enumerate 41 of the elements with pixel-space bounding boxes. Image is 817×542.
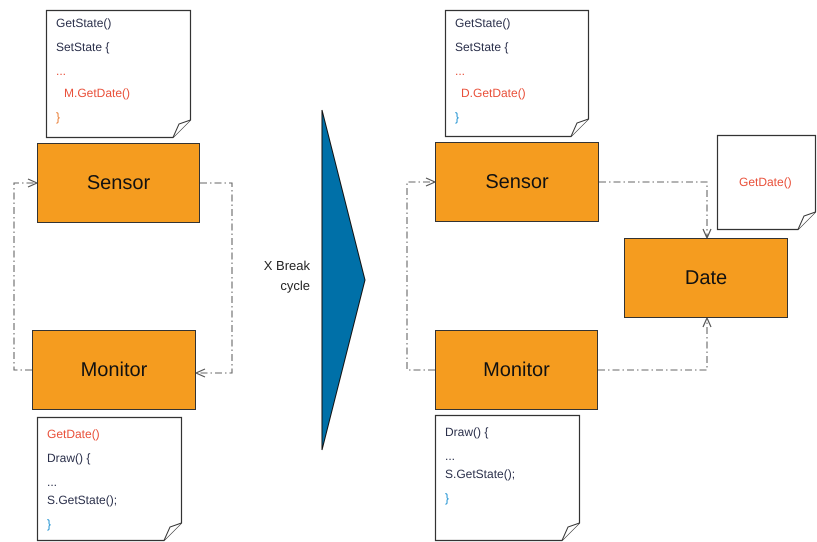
code-line: GetState() [455,16,510,30]
class-box [624,238,788,318]
dependency-arrow [13,178,38,371]
code-line: ... [445,449,456,463]
dependency-arrow [406,177,436,371]
dependency-arrow [598,317,712,371]
code-line: M.GetDate() [64,86,130,100]
code-line: S.GetState(); [445,467,516,481]
code-line: } [445,491,450,505]
code-line: Draw() { [445,425,488,439]
code-note [717,135,816,230]
dependency-arrow [599,181,712,239]
code-note [37,417,182,541]
box-label: Monitor [483,358,550,382]
box-label: Sensor [86,172,150,194]
dependency-arrow [195,182,233,378]
box-label: Monitor [80,358,148,382]
box-label: Sensor [485,170,549,194]
class-box [37,143,200,223]
class-box [435,330,598,410]
code-note [445,10,589,137]
code-line: GetDate() [47,427,100,441]
code-line: SetState { [455,40,508,54]
code-line: D.GetDate() [461,86,526,100]
code-note [435,415,580,541]
annotation-text: X Break cycle [262,257,310,295]
code-line: S.GetState(); [47,493,118,507]
code-line: Draw() { [47,451,90,465]
class-box [435,142,599,222]
code-line: GetDate() [739,175,792,189]
class-box [32,330,196,410]
box-label: Date [684,266,728,290]
code-line: } [56,110,60,124]
code-line: } [455,110,460,124]
code-line: ... [47,475,58,489]
code-line: } [47,517,52,531]
code-line: ... [455,64,466,78]
code-line: ... [56,64,66,78]
code-line: GetState() [56,16,112,30]
code-note [46,10,191,138]
code-line: SetState { [56,40,110,54]
